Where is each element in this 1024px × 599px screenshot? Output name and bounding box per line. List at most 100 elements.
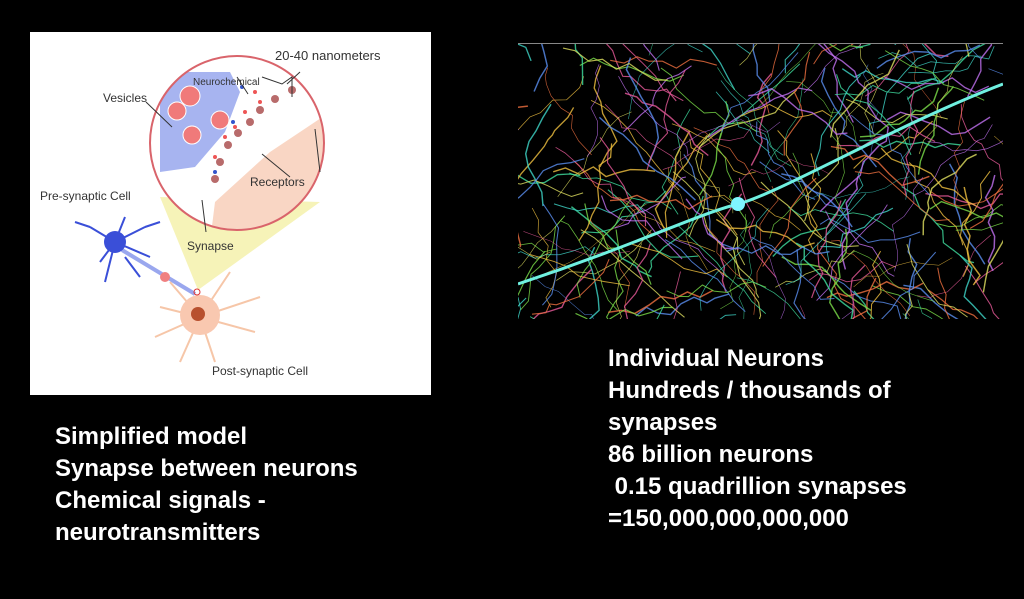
dendrite-fiber [531, 258, 610, 315]
dendrite-fiber [680, 151, 734, 214]
dendrite-fiber [884, 50, 985, 101]
dendrite-fiber [614, 176, 687, 229]
dendrite-fiber [964, 265, 1000, 319]
dendrite-fiber [693, 127, 773, 194]
dendrite-fiber [647, 195, 704, 274]
dendrite-fiber [868, 53, 931, 138]
caption-line: Simplified model [55, 423, 248, 450]
dendrite-fiber [628, 44, 675, 120]
dendrite-fiber [699, 208, 769, 311]
dendrite-fiber [584, 203, 652, 285]
dendrite-fiber [689, 138, 738, 236]
dendrite-fiber [518, 44, 532, 62]
dendrite-fiber [623, 65, 692, 133]
dendrite-fiber [688, 133, 711, 238]
dendrite-fiber [640, 206, 725, 278]
dendrite-fiber [738, 177, 777, 278]
right-caption: Individual Neurons Hundreds / thousands … [608, 343, 907, 535]
dendrite-fiber [902, 44, 942, 119]
dendrite-fiber [673, 271, 681, 319]
dendrite-fiber [834, 77, 937, 96]
dendrite-fiber [654, 130, 691, 233]
dendrite-fiber [524, 103, 552, 207]
caption-line: Chemical signals - [55, 487, 266, 514]
dendrite-fiber [781, 256, 872, 312]
dendrite-fiber [871, 284, 944, 319]
dendrite-fiber [552, 166, 656, 178]
dendrite-fiber [685, 198, 739, 250]
label-neurochemical: Neurochemical [193, 77, 260, 88]
dendrite-fiber [853, 257, 953, 288]
dendrite-fiber [664, 239, 746, 312]
dendrite-fiber [955, 222, 1003, 231]
dendrite-fiber [574, 44, 584, 86]
dendrite-fiber [666, 281, 767, 298]
dendrite-fiber [600, 195, 683, 260]
dendrite-fiber [562, 47, 668, 81]
dendrite-fiber [884, 76, 990, 94]
dendrite-fiber [598, 116, 696, 201]
dendrite-fiber [788, 207, 895, 232]
dendrite-fiber [715, 218, 815, 249]
dendrite-fiber [756, 185, 779, 286]
dendrite-fiber [589, 219, 630, 309]
dendrite-fiber [841, 176, 859, 270]
dendrite-fiber [719, 314, 737, 319]
dendrite-fiber [849, 264, 866, 319]
dendrite-fiber [825, 210, 895, 277]
dendrite-fiber [781, 173, 853, 228]
dendrite-fiber [560, 220, 618, 311]
dendrite-fiber [819, 127, 889, 213]
dendrite-fiber [578, 143, 613, 242]
dendrite-fiber [728, 158, 830, 187]
dendrite-fiber [576, 197, 633, 298]
dendrite-fiber [604, 103, 683, 169]
dendrite-fiber [748, 87, 848, 135]
caption-line: 86 billion neurons [608, 441, 814, 468]
dendrite-fiber [739, 103, 833, 119]
dendrite-fiber [541, 203, 560, 306]
dendrite-fiber [908, 46, 995, 74]
dendrite-fiber [886, 111, 991, 136]
dendrite-fiber [616, 243, 642, 319]
dendrite-fiber [917, 234, 992, 298]
caption-line: Individual Neurons [608, 345, 825, 372]
label-post-synaptic: Post-synaptic Cell [212, 364, 308, 378]
dendrite-fiber [917, 85, 954, 175]
dendrite-fiber [726, 245, 830, 256]
post-synaptic-cell-icon [154, 271, 261, 363]
dendrite-fiber [593, 65, 618, 168]
dendrite-fiber [590, 100, 680, 191]
dendrite-fiber [732, 236, 762, 319]
dendrite-fiber [752, 44, 771, 103]
dendrite-fiber [923, 44, 949, 58]
caption-line: neurotransmitters [55, 519, 261, 546]
dendrite-fiber [783, 51, 811, 156]
dendrite-fiber [544, 67, 592, 156]
dendrite-fiber [580, 229, 685, 318]
dendrite-fiber [903, 284, 959, 319]
dendrite-fiber [953, 101, 965, 207]
dendrite-fiber [518, 158, 585, 199]
vesicles-icon [167, 85, 230, 145]
dendrite-fiber [984, 174, 996, 272]
dendrite-fiber [795, 242, 854, 319]
dendrite-fiber [760, 44, 780, 114]
dendrite-fiber [642, 44, 660, 71]
dendrite-fiber [902, 90, 919, 197]
dendrite-fiber [864, 44, 910, 97]
dendrite-fiber [900, 96, 913, 200]
dendrite-fiber [775, 249, 855, 288]
dendrite-fiber [931, 188, 1003, 207]
dendrite-fiber [841, 292, 855, 319]
dendrite-fiber [646, 69, 686, 171]
dendrite-fiber [518, 218, 563, 269]
dendrite-fiber [769, 152, 806, 239]
neuron-reconstruction-image [518, 43, 1003, 319]
dendrite-fiber [908, 162, 964, 246]
dendrite-fiber [859, 87, 940, 138]
dendrite-fiber [610, 56, 717, 69]
dendrite-fiber [927, 289, 979, 319]
dendrite-fiber [704, 63, 801, 140]
dendrite-fiber [876, 44, 981, 69]
